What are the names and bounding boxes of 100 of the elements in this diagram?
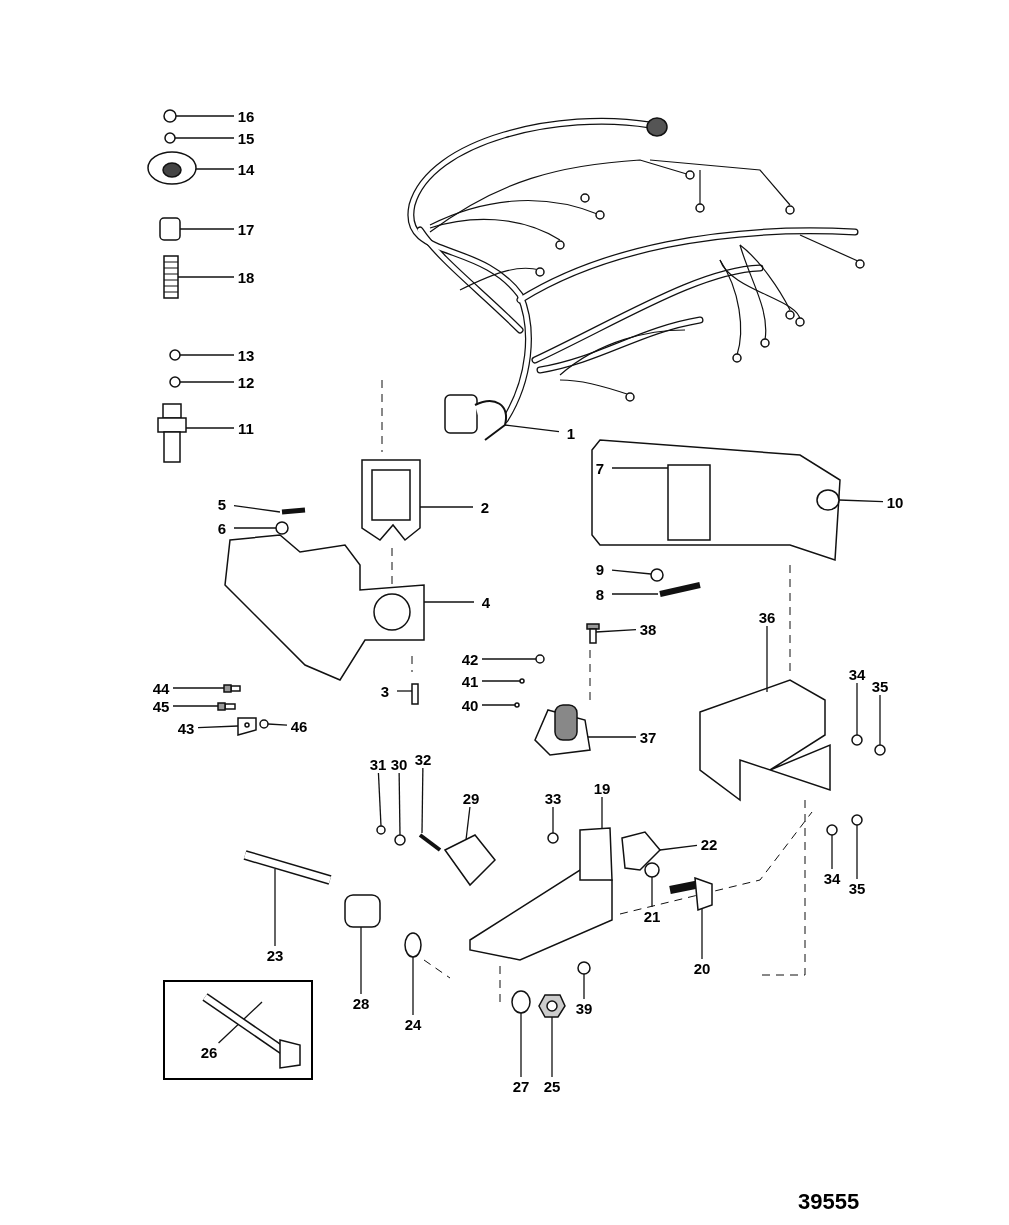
callout-number: 13 xyxy=(234,346,258,364)
callout-number: 22 xyxy=(697,835,721,853)
callout-number: 34 xyxy=(845,665,869,683)
leader-line xyxy=(197,725,239,729)
leader-line xyxy=(217,1001,263,1044)
bolt-drawing xyxy=(586,623,600,644)
leader-line xyxy=(267,723,288,726)
callout-number: 35 xyxy=(868,677,892,695)
nut-drawing xyxy=(376,825,386,835)
leader-line xyxy=(195,168,235,170)
leader-line xyxy=(398,772,401,836)
washer-drawing xyxy=(404,932,422,958)
callout-number: 7 xyxy=(588,459,612,477)
clamp-drawing xyxy=(621,831,661,871)
callout-number: 46 xyxy=(287,717,311,735)
screw-drawing xyxy=(223,684,241,693)
washer-drawing xyxy=(394,834,406,846)
solenoid-drawing xyxy=(534,704,591,756)
leader-line xyxy=(233,527,277,529)
callout-number: 45 xyxy=(149,697,173,715)
leader-line xyxy=(595,629,637,633)
nut-drawing xyxy=(577,961,591,975)
callout-number: 33 xyxy=(541,789,565,807)
screw-drawing xyxy=(217,702,236,711)
nut-drawing xyxy=(259,719,269,729)
terminal-block-drawing xyxy=(443,834,496,887)
washer-drawing xyxy=(519,678,525,684)
callout-number: 36 xyxy=(755,608,779,626)
washer-drawing xyxy=(511,990,531,1014)
leader-line xyxy=(552,806,554,834)
callout-number: 31 xyxy=(366,755,390,773)
callout-number: 2 xyxy=(473,498,497,516)
leader-line xyxy=(423,601,475,603)
leader-line xyxy=(601,796,603,830)
leader-line xyxy=(377,772,382,827)
screw-drawing xyxy=(418,833,442,852)
washer-drawing xyxy=(851,734,863,746)
cover-drawing xyxy=(699,679,831,802)
bolt-drawing xyxy=(202,993,301,1069)
callout-number: 40 xyxy=(458,696,482,714)
washer-drawing xyxy=(275,521,289,535)
leader-line xyxy=(766,625,768,693)
callout-number: 43 xyxy=(174,719,198,737)
sleeve-drawing xyxy=(159,217,181,241)
leader-line xyxy=(520,1012,522,1078)
nut-drawing xyxy=(851,814,863,826)
clip-drawing xyxy=(237,717,257,736)
grommet-drawing xyxy=(147,151,197,185)
callout-number: 3 xyxy=(373,682,397,700)
callout-number: 15 xyxy=(234,129,258,147)
callout-number: 1 xyxy=(559,424,583,442)
part-frame xyxy=(163,980,313,1080)
callout-number: 44 xyxy=(149,679,173,697)
callout-number: 10 xyxy=(883,493,907,511)
callout-number: 27 xyxy=(509,1077,533,1095)
nut-drawing xyxy=(163,109,177,123)
leader-line xyxy=(481,658,537,660)
nut-drawing xyxy=(169,349,181,361)
leader-line xyxy=(856,682,858,736)
leader-line xyxy=(419,506,474,508)
leader-line xyxy=(587,736,637,738)
callout-number: 12 xyxy=(234,373,258,391)
callout-number: 42 xyxy=(458,650,482,668)
nut-drawing xyxy=(874,744,886,756)
callout-number: 39 xyxy=(572,999,596,1017)
leader-line xyxy=(172,705,219,707)
callout-number: 37 xyxy=(636,728,660,746)
bolt-drawing xyxy=(669,876,713,912)
leader-line xyxy=(412,956,414,1016)
bracket-drawing xyxy=(469,827,613,961)
callout-number: 38 xyxy=(636,620,660,638)
leader-line xyxy=(360,926,362,995)
washer-drawing xyxy=(650,568,664,582)
leader-line xyxy=(611,467,669,469)
nut-drawing xyxy=(169,376,181,388)
leader-line xyxy=(651,876,653,908)
callout-number: 8 xyxy=(588,585,612,603)
callout-number: 30 xyxy=(387,755,411,773)
leader-line xyxy=(504,424,560,433)
washer-drawing xyxy=(826,824,838,836)
callout-number: 26 xyxy=(197,1043,221,1061)
leader-line xyxy=(879,694,881,746)
callout-number: 18 xyxy=(234,268,258,286)
callout-number: 28 xyxy=(349,994,373,1012)
callout-number: 19 xyxy=(590,779,614,797)
nut-drawing xyxy=(514,702,520,708)
spacer-drawing xyxy=(344,894,381,928)
stud-drawing xyxy=(163,255,179,299)
leader-line xyxy=(185,427,235,429)
leader-line xyxy=(177,276,235,278)
callout-number: 32 xyxy=(411,750,435,768)
control-module-drawing xyxy=(591,439,841,561)
leader-line xyxy=(179,228,235,230)
callout-number: 20 xyxy=(690,959,714,977)
leader-line xyxy=(659,844,698,851)
stud-drawing xyxy=(243,850,332,885)
callout-number: 17 xyxy=(234,220,258,238)
callout-number: 14 xyxy=(234,160,258,178)
callout-number: 6 xyxy=(210,519,234,537)
callout-number: 35 xyxy=(845,879,869,897)
